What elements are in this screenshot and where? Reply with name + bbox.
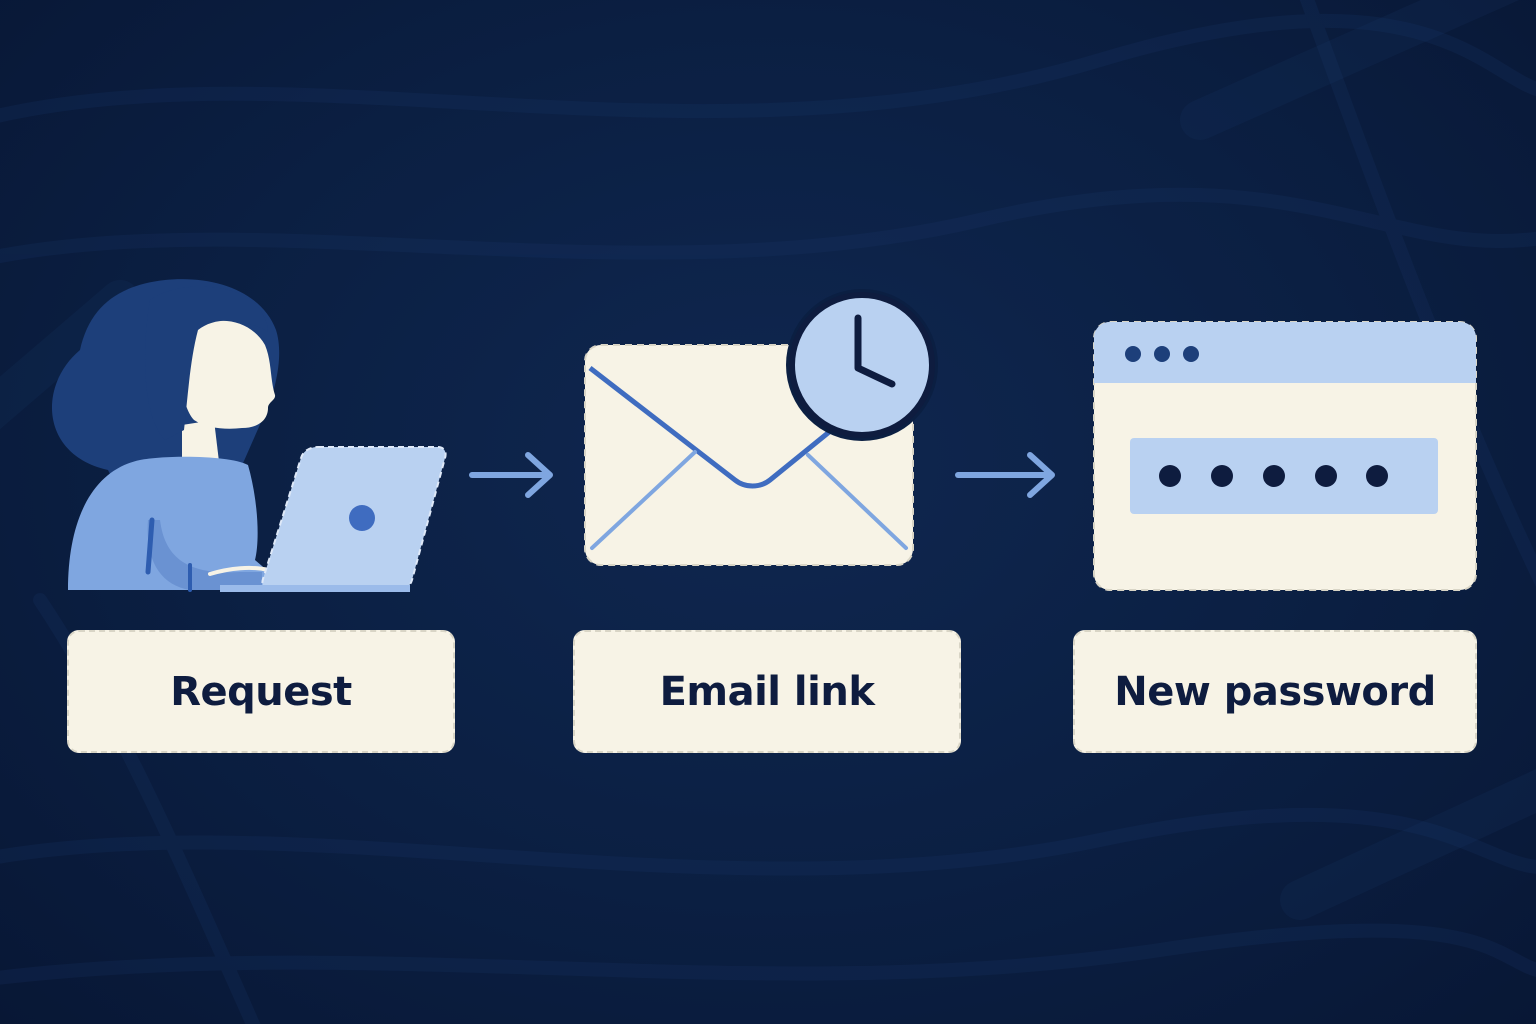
step-label-new-password: New password	[1073, 630, 1477, 753]
clock-icon	[786, 289, 938, 441]
step-label-email-link: Email link	[573, 630, 961, 753]
envelope-clock-icon	[584, 289, 938, 566]
window-dot-icon	[1154, 346, 1170, 362]
window-dot-icon	[1183, 346, 1199, 362]
arrow-right-icon	[955, 452, 1055, 498]
window-dot-icon	[1125, 346, 1141, 362]
arrow-right-icon	[469, 452, 553, 498]
browser-password-icon	[1093, 321, 1477, 591]
password-mask	[1159, 465, 1388, 487]
step-label-request: Request	[67, 630, 455, 753]
person-laptop-icon	[51, 279, 447, 592]
